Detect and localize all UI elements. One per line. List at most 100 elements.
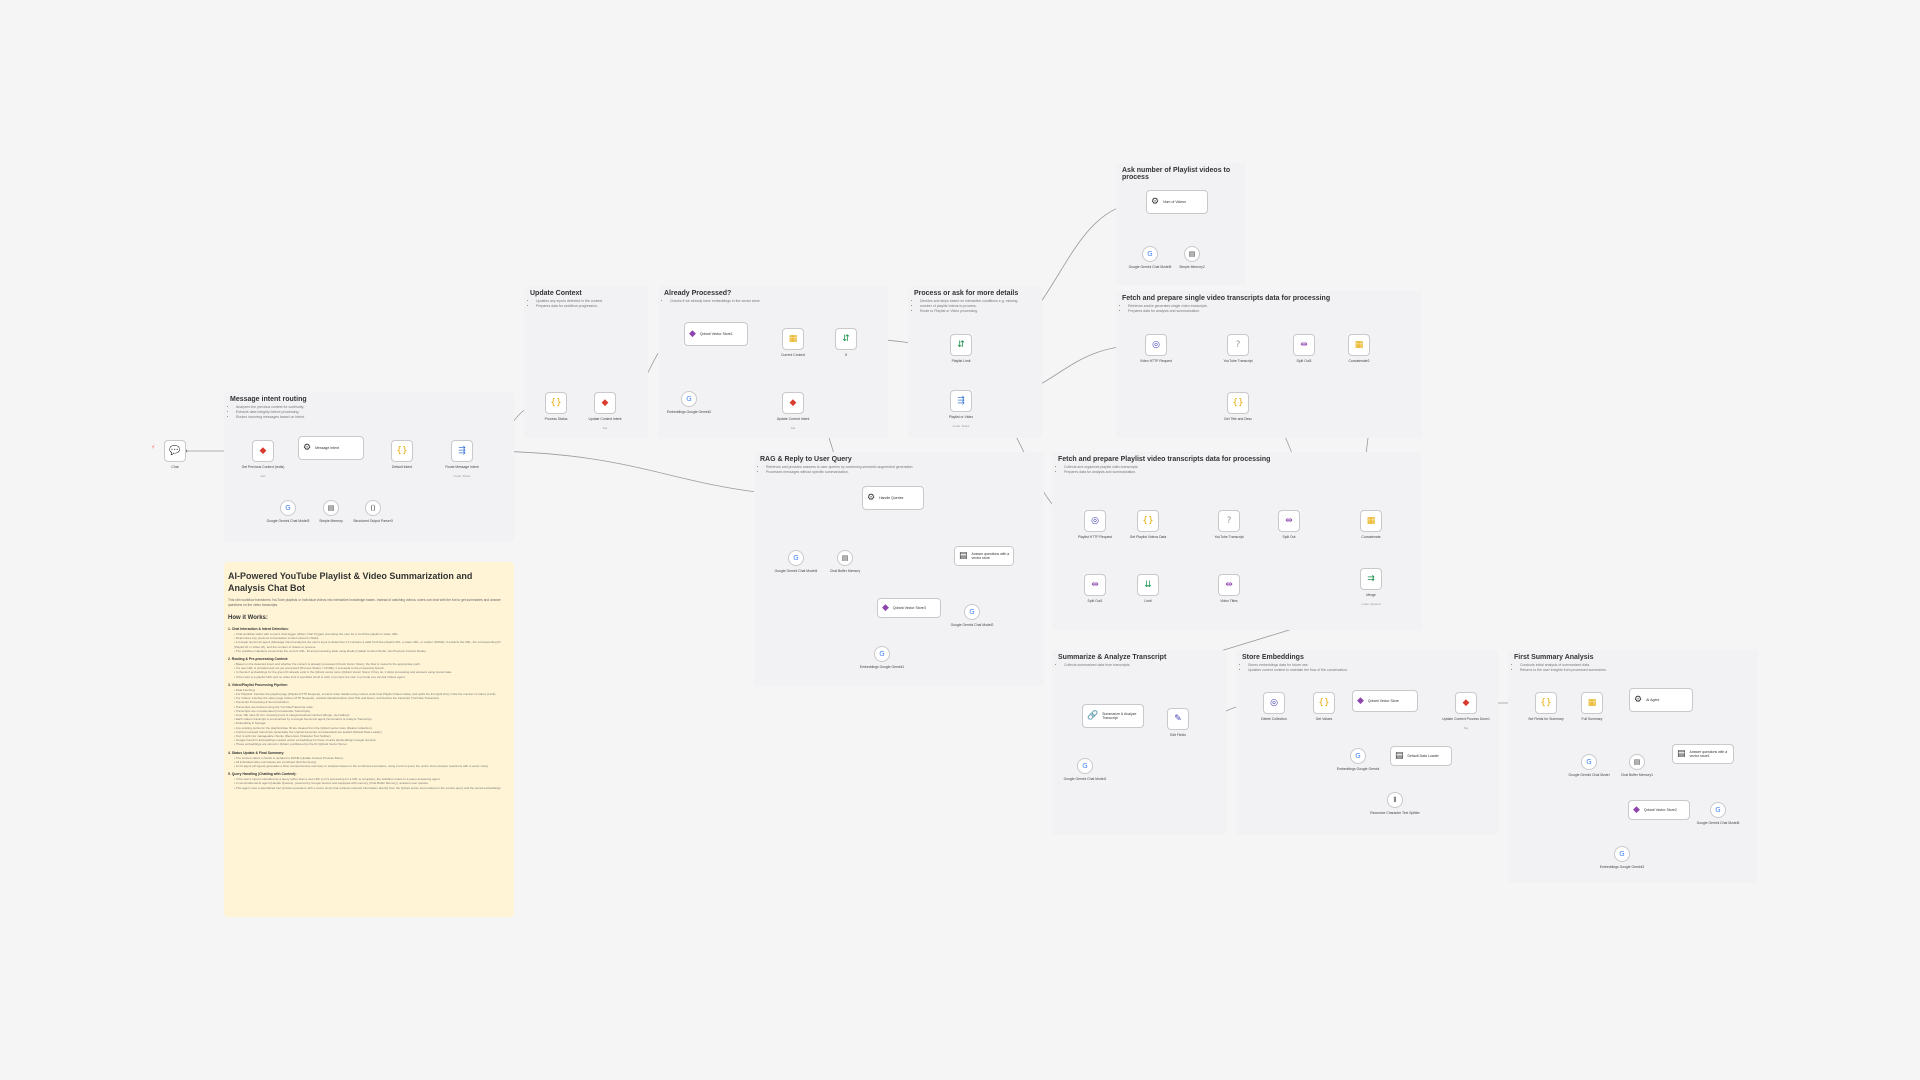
sticky-bullet: Processes messages without specific summ… [766,470,1036,475]
sticky-title: Summarize & Analyze Transcript [1058,654,1167,661]
embD-icon: G [1619,849,1625,858]
note-section-item: • If the user's input is identified as a… [234,777,441,782]
workflow-description-note[interactable]: AI-Powered YouTube Playlist & Video Summ… [224,562,514,917]
sticky-title: Fetch and prepare single video transcrip… [1122,295,1331,302]
node-updproc[interactable]: ◆ [1455,692,1477,714]
sticky-already-processed[interactable]: Already Processed?Checks if we already h… [658,286,888,438]
node-label: Get Playlist Videos Data [1129,535,1167,539]
node-gemF[interactable]: G [1581,754,1597,770]
node-label: If [845,353,847,357]
node-split3[interactable]: ⇹ [1084,574,1106,596]
node-merge[interactable]: ⇉ [1360,568,1382,590]
note-section-item: • Any existing points for the playlist/v… [234,725,373,730]
node-memC[interactable]: ▤ [837,550,853,566]
node-handleq[interactable]: ⚙Handle Queries [862,486,924,510]
node-answertool2[interactable]: ▤Answer questions with a vector store1 [1672,744,1734,764]
node-answertool[interactable]: ▤Answer questions with a vector store [954,546,1014,566]
node-gemE[interactable]: G [1077,758,1093,774]
node-updctx[interactable]: ◆ [594,392,616,414]
node-memB[interactable]: ▤ [1184,246,1200,262]
node-embD[interactable]: G [1614,846,1630,862]
node-loader[interactable]: ▤Default Data Loader [1390,746,1452,766]
node-qdrant3[interactable]: ◆Qdrant Vector Store [1352,690,1418,712]
node-delcoll[interactable]: ◎ [1263,692,1285,714]
node-concat1[interactable]: ▦ [1348,334,1370,356]
sticky-bullet: Decides and steps based on interactive c… [920,299,1034,304]
answertool-icon: ▤ [959,550,968,561]
note-section-item: • Embedding & Storage: [234,721,267,726]
sticky-title: Fetch and prepare Playlist video transcr… [1058,456,1271,463]
node-gemB[interactable]: G [1142,246,1158,262]
node-editfields[interactable]: ✎ [1167,708,1189,730]
sticky-bullet: Prepares data for analysis and summariza… [1064,470,1414,475]
node-memA[interactable]: ▤ [323,500,339,516]
node-pllimit[interactable]: ⇵ [950,334,972,356]
note-section-item: • Data Fetching: [234,687,256,692]
node-chat[interactable]: 💬 [164,440,186,462]
memB-icon: ▤ [1188,249,1196,258]
sticky-playlist-video[interactable]: Fetch and prepare Playlist video transcr… [1052,452,1422,630]
node-if1[interactable]: ⇵ [835,328,857,350]
node-qdrant1[interactable]: ◆Qdrant Vector Store1 [684,322,748,346]
sticky-process-or-ask[interactable]: Process or ask for more detailsDecides a… [908,286,1042,438]
node-splitter[interactable]: ⫴ [1387,792,1403,808]
node-route[interactable]: ⇶ [451,440,473,462]
node-embC[interactable]: G [1350,748,1366,764]
node-limit[interactable]: ⇊ [1137,574,1159,596]
node-asknum[interactable]: ⚙Num of Videos [1146,190,1208,214]
node-split2[interactable]: ⇹ [1278,510,1300,532]
node-summarize[interactable]: 🔗Summarize & Analyze Transcript [1082,704,1144,728]
node-gemC[interactable]: G [788,550,804,566]
concat2-icon: ▦ [1366,515,1376,526]
sticky-single-video[interactable]: Fetch and prepare single video transcrip… [1116,291,1422,438]
sticky-bullets: Retrieves and provides answers to user q… [754,465,1044,475]
node-vidhttp[interactable]: ◎ [1145,334,1167,356]
node-plorvid[interactable]: ⇶ [950,390,972,412]
note-section-item: • Over 10k rules (8 min. transcript) tex… [234,713,351,718]
node-curctx[interactable]: ▦ [782,328,804,350]
node-default[interactable]: {} [391,440,413,462]
gemA-icon: G [285,503,291,512]
node-gemA[interactable]: G [280,500,296,516]
node-aiagent[interactable]: ⚙AI Agent [1629,688,1693,712]
node-concat2[interactable]: ▦ [1360,510,1382,532]
node-updctx2[interactable]: ◆ [782,392,804,414]
sticky-store-embeddings[interactable]: Store EmbeddingsStores embeddings data f… [1236,650,1498,835]
sticky-update-context[interactable]: Update ContextUpdates any inputs detecte… [524,286,648,438]
node-memD[interactable]: ▤ [1629,754,1645,770]
node-fullsum[interactable]: ▦ [1581,692,1603,714]
node-yttrans2[interactable]: ? [1218,510,1240,532]
node-setfields[interactable]: {} [1535,692,1557,714]
qdrant1-icon: ◆ [689,328,696,339]
sticky-ask-number[interactable]: Ask number of Playlist videos to process [1116,163,1246,285]
node-gemD[interactable]: G [964,604,980,620]
node-getctx[interactable]: ◆ [252,440,274,462]
note-section-item: • Transcript Processing & Summarization: [234,700,290,705]
node-yttrans[interactable]: ? [1227,334,1249,356]
node-titledesc[interactable]: {} [1227,392,1249,414]
sticky-bullets: Stores embeddings data for future use.Up… [1236,663,1498,673]
node-embB[interactable]: G [874,646,890,662]
node-label: Route Message Intent [445,465,479,469]
sticky-summarize[interactable]: Summarize & Analyze TranscriptCollects s… [1052,650,1226,835]
gemC-icon: G [793,553,799,562]
node-embA[interactable]: G [681,391,697,407]
node-label: Google Gemini Chat Model2 [950,623,994,627]
node-videos[interactable]: ⇹ [1218,574,1240,596]
sticky-message-intent[interactable]: Message intent routingAnalyzes the previ… [224,392,514,542]
node-plvids[interactable]: {} [1137,510,1159,532]
node-qdrant2[interactable]: ◆Qdrant Vector Store3 [877,598,941,618]
note-section-item: • All individual video summaries are com… [234,759,318,764]
node-gemG[interactable]: G [1710,802,1726,818]
node-label: Concatenate [1361,535,1381,539]
node-procstatus[interactable]: {} [545,392,567,414]
node-split1[interactable]: ⇹ [1293,334,1315,356]
node-plhttp[interactable]: ◎ [1084,510,1106,532]
node-getvalues[interactable]: {} [1313,692,1335,714]
node-parserA[interactable]: ⟨⟩ [365,500,381,516]
node-label: Google Gemini Chat Model [1568,773,1610,777]
node-msgintent[interactable]: ⚙Message Intent [298,436,364,460]
sticky-bullets: Decides and steps based on interactive c… [908,299,1042,314]
node-qdrant4[interactable]: ◆Qdrant Vector Store2 [1628,800,1690,820]
